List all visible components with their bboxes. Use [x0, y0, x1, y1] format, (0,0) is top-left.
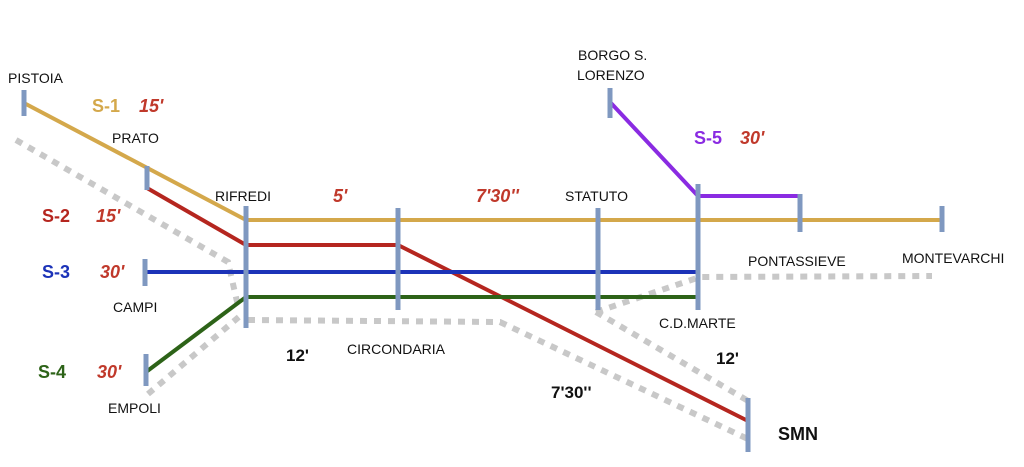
line-frequency-s1: 15'	[139, 96, 164, 116]
station-label-empoli: EMPOLI	[108, 400, 161, 416]
dotted-track-circondaria	[247, 317, 752, 443]
station-label-cdmarte: C.D.MARTE	[659, 315, 736, 331]
station-label-rifredi: RIFREDI	[215, 188, 271, 204]
station-label-campi: CAMPI	[113, 299, 158, 315]
line-name-s5: S-5	[694, 128, 723, 148]
segment-time-rifredi-a: 5'	[333, 186, 348, 206]
line-name-s1: S-1	[92, 96, 121, 116]
station-label-borgo-line1: BORGO S.	[578, 47, 648, 63]
line-frequency-s4: 30'	[97, 362, 122, 382]
station-ticks	[21, 88, 945, 452]
station-label-smn: SMN	[778, 424, 818, 444]
unserved-tracks	[14, 137, 933, 443]
line-frequency-s2: 15'	[96, 206, 121, 226]
dotted-track-cdmarte-montevarchi	[595, 273, 933, 315]
station-label-prato: PRATO	[112, 130, 159, 146]
station-label-pontassieve: PONTASSIEVE	[748, 253, 846, 269]
dotted-track-empoli-rifredi	[146, 313, 242, 397]
line-s2-track	[146, 186, 749, 423]
dotted-track-statuto-smn	[594, 309, 752, 405]
station-label-pistoia: PISTOIA	[8, 70, 63, 86]
line-frequency-s5: 30'	[740, 128, 765, 148]
station-label-montevarchi: MONTEVARCHI	[902, 250, 1005, 266]
line-frequency-s3: 30'	[100, 262, 125, 282]
dotted-track-prato-rifredi	[14, 137, 241, 307]
line-name-s4: S-4	[38, 362, 67, 382]
line-name-s2: S-2	[42, 206, 71, 226]
line-s5-track	[608, 100, 800, 198]
segment-time-circondaria: 12'	[286, 346, 309, 365]
station-label-borgo-line2: LORENZO	[577, 67, 645, 83]
station-label-statuto: STATUTO	[565, 188, 628, 204]
segment-time-cdmarte-smn: 12'	[716, 349, 739, 368]
station-label-circondaria: CIRCONDARIA	[347, 341, 446, 357]
segment-time-rifredi-b: 7'30''	[476, 186, 519, 206]
segment-time-smn-approach: 7'30''	[551, 383, 592, 402]
line-name-s3: S-3	[42, 262, 71, 282]
